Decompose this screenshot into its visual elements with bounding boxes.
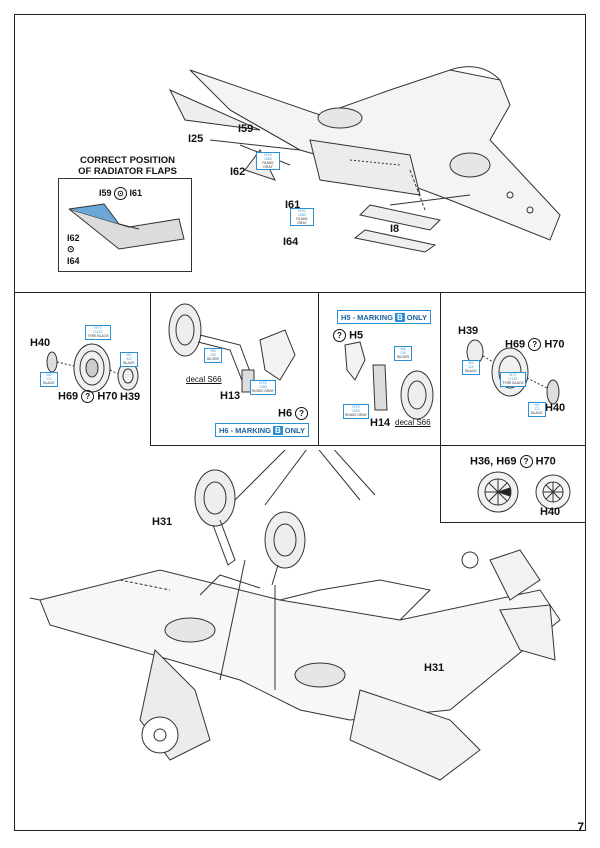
question-icon: ?: [528, 338, 542, 351]
left-wheel-exploded-drawing: [46, 343, 139, 393]
label-i8: I8: [390, 223, 400, 235]
radiator-inset-box: I59 ⊙ I61 I62 ⊙ I64: [58, 178, 192, 272]
inset-label-i59: I59 ⊙ I61: [99, 187, 143, 200]
detail-label-h40: H40: [540, 506, 561, 518]
right-wheel-label-h39: H39: [458, 325, 479, 337]
right-marking-badge: H5 - MARKING B ONLY: [337, 310, 431, 324]
left-landing-leg-drawing: [168, 303, 296, 393]
main-aircraft-drawing: [29, 450, 561, 781]
right-wheel-label-h69: H69 ? H70: [505, 338, 565, 351]
divider-detail-bottom: [440, 522, 586, 523]
label-i62: I62: [230, 166, 246, 178]
main-label-h31-right: H31: [424, 662, 445, 674]
left-leg-label-h13: H13: [220, 390, 241, 402]
wing-underside-drawing: [168, 66, 561, 253]
page-number: 7: [577, 820, 584, 834]
left-wheel-label-h40: H40: [30, 337, 51, 349]
divider-top: [14, 292, 586, 293]
divider-v2: [318, 292, 319, 446]
question-icon: ?: [81, 390, 95, 403]
attach-icon-2: ⊙: [67, 244, 75, 254]
left-leg-label-h6: H6 ?: [278, 407, 309, 420]
page-frame: [14, 14, 586, 831]
divider-v1: [150, 292, 151, 446]
attach-icon: ⊙: [114, 187, 128, 200]
inset-label-i62: I62: [67, 233, 80, 243]
left-wheel-label-h69: H69 ? H70: [58, 390, 118, 403]
inset-label-i64: I64: [67, 256, 80, 266]
label-i64: I64: [283, 236, 299, 248]
right-leg-label-h5: ? H5: [333, 329, 363, 342]
right-wheel-label-h40: H40: [545, 402, 566, 414]
label-i59: I59: [238, 123, 254, 135]
divider-right-bottom: [440, 445, 586, 446]
right-landing-leg-drawing: [344, 341, 434, 420]
wheel-hub-detail-drawing: [477, 471, 571, 513]
question-icon: ?: [295, 407, 309, 420]
question-icon: ?: [519, 455, 533, 468]
label-i61: I61: [285, 199, 301, 211]
right-leg-label-h14: H14: [370, 417, 391, 429]
radiator-flap-drawing: [68, 203, 185, 250]
detail-title: H36, H69 ? H70: [470, 455, 556, 468]
left-wheel-label-h39: H39: [120, 391, 141, 403]
left-leg-decal: decal S66: [186, 375, 222, 384]
divider-v3: [440, 292, 441, 522]
divider-mid: [150, 445, 440, 446]
left-marking-badge: H6 - MARKING B ONLY: [215, 423, 309, 437]
right-leg-decal: decal S66: [395, 418, 431, 427]
label-i25: I25: [188, 133, 204, 145]
main-label-h31-left: H31: [152, 516, 173, 528]
